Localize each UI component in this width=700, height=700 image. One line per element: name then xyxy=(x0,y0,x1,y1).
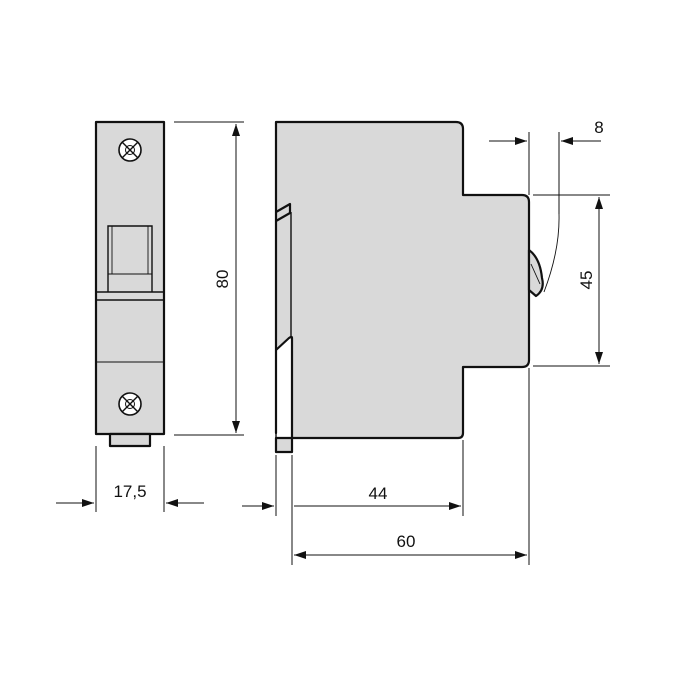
side-toggle-lever xyxy=(527,248,544,298)
front-view xyxy=(94,120,166,448)
side-housing xyxy=(274,120,531,440)
top-screw-icon xyxy=(118,138,142,162)
front-width-label: 17,5 xyxy=(113,482,146,501)
side-view xyxy=(274,120,544,454)
side-din-clip xyxy=(274,436,294,454)
front-din-clip xyxy=(108,432,152,448)
bottom-screw-icon xyxy=(118,392,142,416)
front-toggle-window xyxy=(107,225,153,292)
toggle-offset-label: 8 xyxy=(594,118,603,137)
side-depth-total-label: 60 xyxy=(397,532,416,551)
toggle-height-label: 45 xyxy=(577,271,596,290)
front-height-label: 80 xyxy=(213,270,232,289)
front-housing xyxy=(94,120,166,436)
side-depth-body-label: 44 xyxy=(369,484,388,503)
dimension-lines: 80 17,5 44 60 8 45 xyxy=(56,118,610,565)
